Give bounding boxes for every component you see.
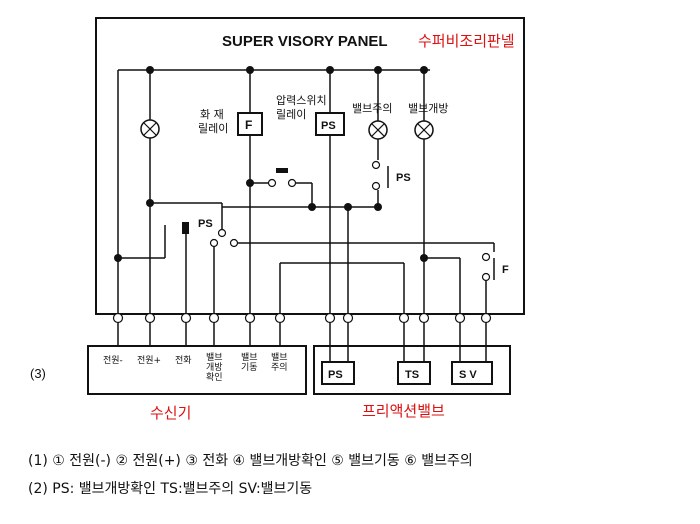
- terminal-label-power-minus: 전원-: [103, 355, 123, 366]
- sv-terminal-box: [451, 361, 493, 385]
- receiver-note: 수신기: [150, 404, 191, 422]
- f-switch-label: F: [502, 264, 509, 276]
- legend-line-2: (2) PS: 밸브개방확인 TS:밸브주의 SV:밸브기동: [28, 481, 313, 497]
- fire-relay-box-label: F: [245, 118, 252, 132]
- ps-switch-label-left: PS: [198, 218, 213, 230]
- ts-terminal-label: TS: [405, 369, 419, 381]
- legend-line-1: (1) ① 전원(-) ② 전원(+) ③ 전화 ④ 밸브개방확인 ⑤ 밸브기동…: [28, 453, 473, 469]
- preaction-valve-box: [313, 345, 511, 395]
- lamp-icon: [414, 120, 434, 140]
- terminal-label-phone: 전화: [175, 355, 192, 366]
- terminal-label-power-plus: 전원+: [137, 355, 161, 366]
- ps-terminal-label: PS: [328, 369, 343, 381]
- panel-title: SUPER VISORY PANEL: [222, 33, 388, 50]
- ps-switch-label-right: PS: [396, 172, 411, 184]
- pressure-relay-box-label: PS: [321, 120, 336, 132]
- valve-warn-label: 밸브주의: [352, 102, 392, 115]
- valve-open-label: 밸브개방: [408, 102, 448, 115]
- lamp-icon: [368, 120, 388, 140]
- ts-terminal-box: [397, 361, 431, 385]
- figure-number: (3): [30, 366, 46, 381]
- lamp-icon: [140, 119, 160, 139]
- receiver-box: [87, 345, 307, 395]
- ps-terminal-box: [321, 361, 355, 385]
- supervisory-panel-box: [95, 17, 525, 315]
- panel-handwritten-note: 수퍼비조리판넬: [418, 32, 515, 50]
- sv-terminal-label: S V: [459, 369, 477, 381]
- preaction-note: 프리액션밸브: [362, 402, 445, 420]
